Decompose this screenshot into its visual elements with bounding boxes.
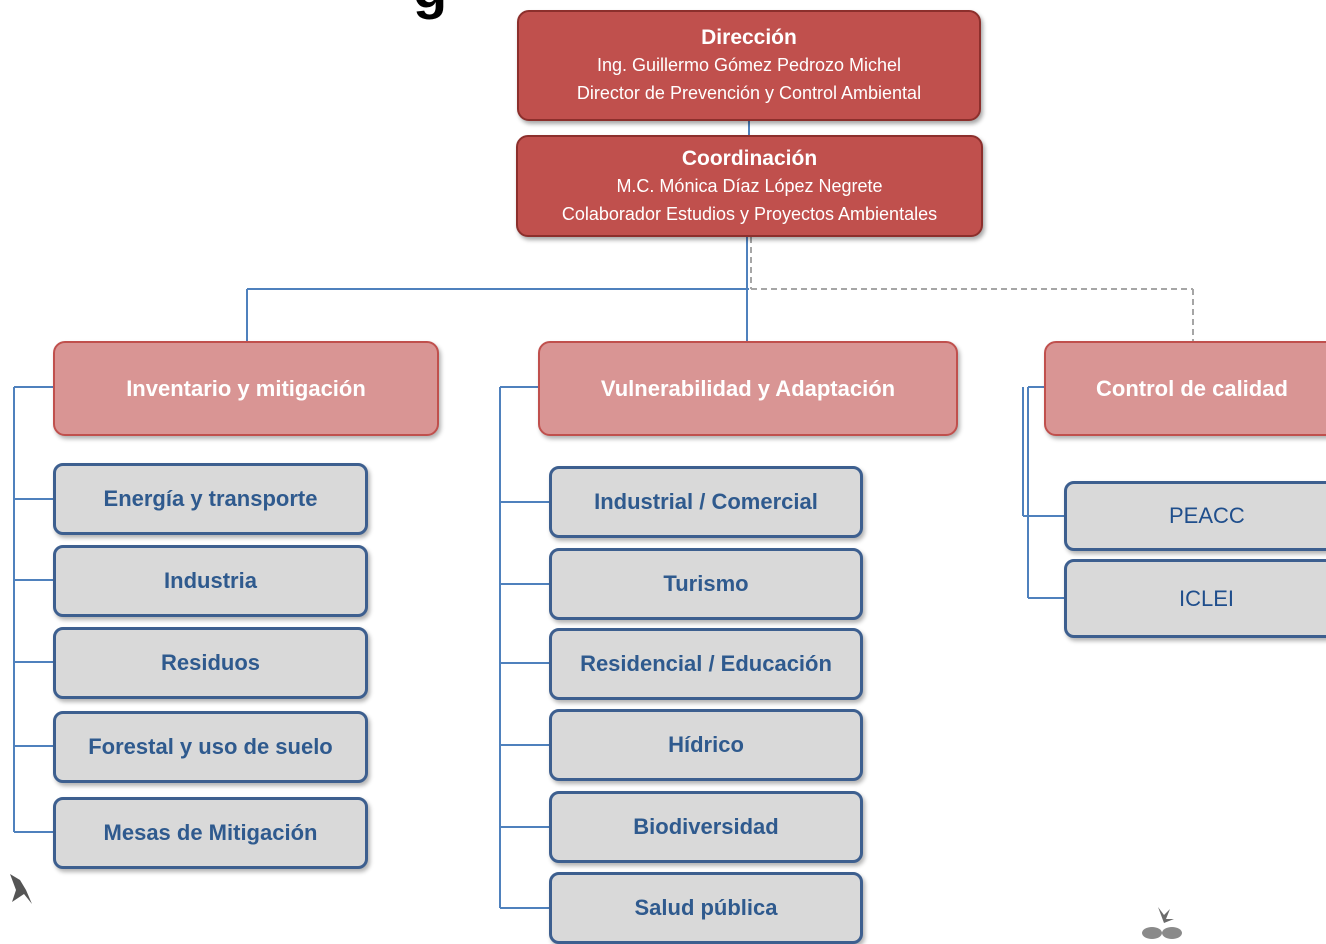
subitem-label: Biodiversidad <box>633 814 779 839</box>
subitem-label: Residencial / Educación <box>580 651 832 676</box>
subitem-peacc: PEACC <box>1064 481 1326 551</box>
page-title-fragment: g <box>413 0 447 21</box>
category-label: Inventario y mitigación <box>126 375 366 401</box>
subitem-label: PEACC <box>1169 503 1245 528</box>
subitem-iclei: ICLEI <box>1064 559 1326 638</box>
direccion-name: Ing. Guillermo Gómez Pedrozo Michel <box>596 55 902 75</box>
direccion-box: Dirección Ing. Guillermo Gómez Pedrozo M… <box>517 10 981 121</box>
subitem-industrial-comercial: Industrial / Comercial <box>549 466 863 538</box>
subitem-label: Salud pública <box>634 895 778 920</box>
bird-logo-icon <box>10 874 32 904</box>
direccion-role: Director de Prevención y Control Ambient… <box>576 83 922 103</box>
subitem-label: Hídrico <box>668 732 744 757</box>
subitem-salud: Salud pública <box>549 872 863 944</box>
subitem-label: Forestal y uso de suelo <box>88 734 333 759</box>
subitem-hidrico: Hídrico <box>549 709 863 781</box>
coordinacion-title: Coordinación <box>681 146 818 170</box>
subitem-energia: Energía y transporte <box>53 463 368 535</box>
subitem-label: Turismo <box>663 571 749 596</box>
category-inventario: Inventario y mitigación <box>53 341 439 436</box>
subitem-label: Industrial / Comercial <box>594 489 818 514</box>
subitem-industria: Industria <box>53 545 368 617</box>
direccion-title: Dirección <box>701 26 797 49</box>
subitem-residuos: Residuos <box>53 627 368 699</box>
coordinacion-name: M.C. Mónica Díaz López Negrete <box>616 175 883 196</box>
subitem-forestal: Forestal y uso de suelo <box>53 711 368 783</box>
subitem-label: Energía y transporte <box>103 486 318 511</box>
subitem-label: Industria <box>164 568 257 593</box>
subitem-residencial: Residencial / Educación <box>549 628 863 700</box>
coordinacion-box: Coordinación M.C. Mónica Díaz López Negr… <box>516 135 983 237</box>
category-label: Control de calidad <box>1096 375 1288 401</box>
category-vulnerabilidad: Vulnerabilidad y Adaptación <box>538 341 958 436</box>
subitem-turismo: Turismo <box>549 548 863 620</box>
subitem-label: ICLEI <box>1179 585 1235 611</box>
emblem-logo-icon <box>1142 907 1182 939</box>
subitem-label: Mesas de Mitigación <box>103 820 318 845</box>
subitem-mesas: Mesas de Mitigación <box>53 797 368 869</box>
category-control: Control de calidad <box>1044 341 1326 436</box>
subitem-biodiversidad: Biodiversidad <box>549 791 863 863</box>
category-label: Vulnerabilidad y Adaptación <box>600 375 896 401</box>
coordinacion-role: Colaborador Estudios y Proyectos Ambient… <box>561 203 938 224</box>
subitem-label: Residuos <box>160 650 261 675</box>
